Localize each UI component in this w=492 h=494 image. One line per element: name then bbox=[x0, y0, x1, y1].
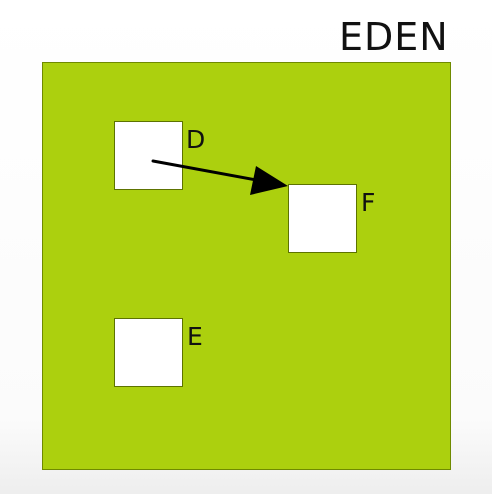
object-label-d: D bbox=[186, 125, 206, 154]
object-box-f bbox=[288, 184, 357, 253]
object-box-e bbox=[114, 318, 183, 387]
region-title: EDEN bbox=[339, 15, 449, 59]
eden-region bbox=[42, 62, 451, 470]
object-label-f: F bbox=[361, 188, 376, 217]
object-label-e: E bbox=[187, 322, 203, 351]
object-box-d bbox=[114, 121, 183, 190]
